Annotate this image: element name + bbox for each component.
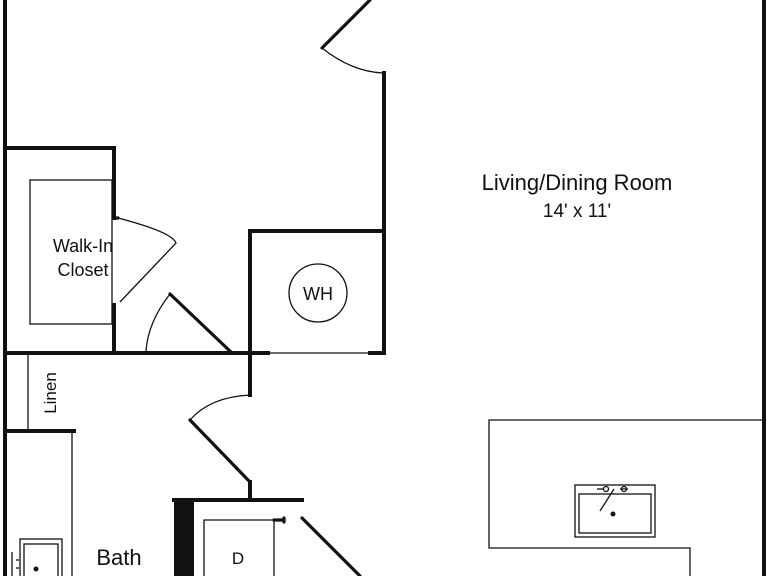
closet-label-line1: Walk-In [53,236,113,256]
living-room-name: Living/Dining Room [482,170,673,195]
exterior-walls [3,0,766,576]
kitchen-sink-icon [574,484,656,538]
closet-shelf [29,179,113,325]
door-swing-icon [320,0,385,74]
linen-closet [3,355,76,433]
water-heater-icon [288,263,348,323]
bath-label: Bath [96,545,141,570]
water-heater-label: WH [303,284,333,304]
door-swing-icon [188,394,252,484]
laundry-wall-block [174,500,194,576]
linen-label: Linen [41,372,60,414]
kitchen-counter [488,419,764,576]
door-swing-icon [145,292,234,355]
closet-label-line2: Closet [57,260,108,280]
dryer-label: D [232,549,244,568]
bath-sink-icon [11,538,63,576]
door-swing-icon [112,216,177,303]
walk-in-closet [3,146,234,355]
bath [11,432,73,576]
laundry-closet [172,498,362,576]
living-room-dimensions: 14' x 11' [543,201,611,222]
